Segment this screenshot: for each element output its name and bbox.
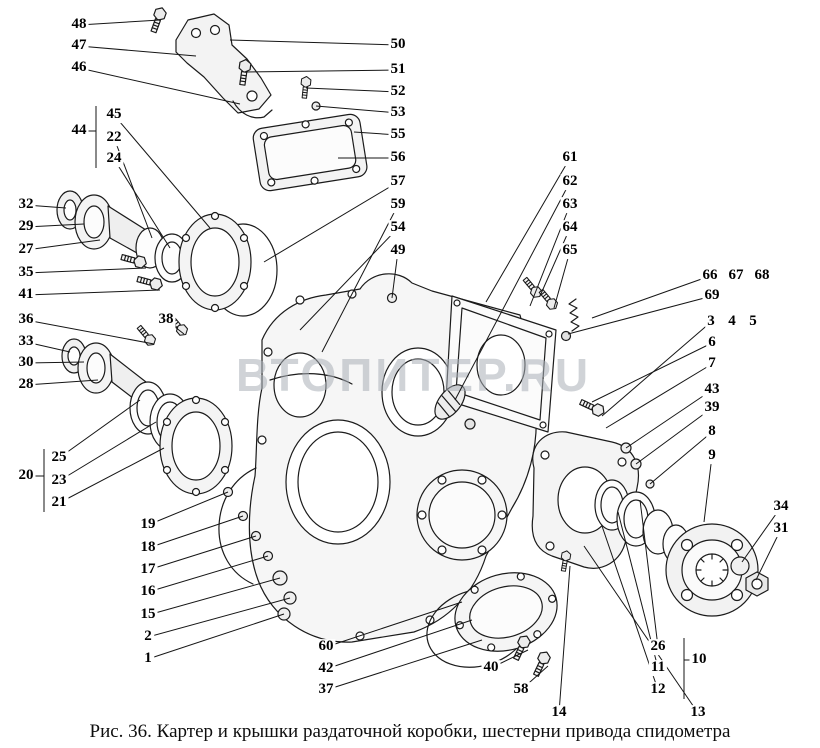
- bolt-icon: [147, 5, 168, 35]
- bolt-icon: [135, 273, 165, 292]
- upper-input-flange: [56, 190, 147, 259]
- detent-ball: [560, 330, 572, 342]
- upper-bearing-cover: [178, 211, 278, 317]
- bolt-icon: [530, 649, 553, 679]
- detent-plug: [577, 396, 607, 419]
- detent-spring: [568, 298, 580, 332]
- speedometer-gear: [464, 418, 476, 430]
- top-bracket: [175, 13, 273, 119]
- top-cover: [252, 113, 368, 192]
- bolt-icon: [134, 323, 159, 349]
- lower-bearing-cover: [159, 395, 233, 497]
- bolt-icon: [520, 275, 545, 301]
- flange-nut: [745, 571, 769, 597]
- bottom-cover: [454, 572, 558, 652]
- bolt-icon: [299, 75, 312, 100]
- flange-washer: [730, 556, 750, 576]
- round-bearing-cover: [416, 469, 508, 561]
- bolt-icon: [166, 313, 191, 339]
- bolt-icon: [536, 287, 561, 313]
- nut-icon: [311, 101, 321, 111]
- figure-caption: Рис. 36. Картер и крышки раздаточной кор…: [89, 721, 731, 742]
